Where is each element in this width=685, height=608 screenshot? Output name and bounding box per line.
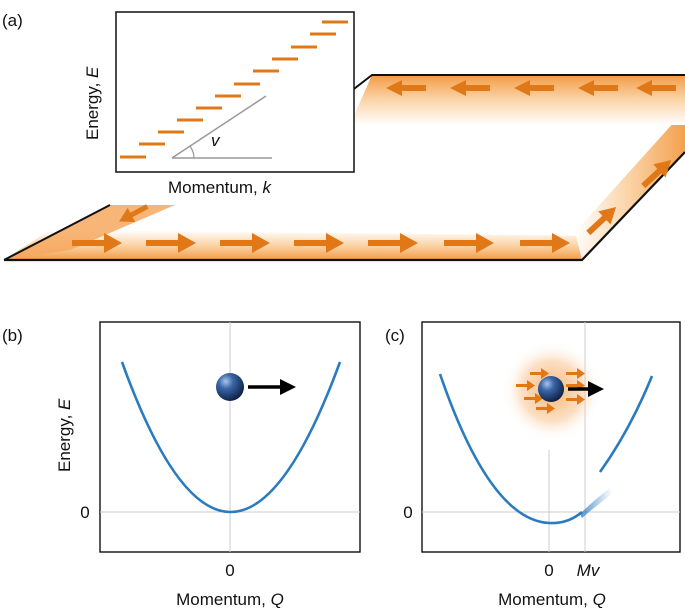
edge-arrow	[586, 206, 617, 236]
velocity-slope-line	[171, 95, 267, 159]
edge-arrow	[386, 80, 426, 96]
velocity-label: v	[211, 131, 221, 150]
particle-ball	[216, 373, 244, 401]
edge-arrow	[578, 80, 618, 96]
edge-arrow	[368, 233, 418, 253]
bottom-edge-arrows	[72, 233, 570, 253]
edge-arrow	[72, 233, 122, 253]
edge-arrow	[146, 233, 196, 253]
panel-c-x-tick-mv: Mv	[577, 561, 601, 580]
panel-b-y-axis-label: Energy, E	[55, 398, 74, 472]
panel-b-dispersion-curve	[120, 361, 342, 514]
velocity-angle-arc	[189, 145, 195, 159]
edge-arrow	[514, 80, 554, 96]
panel-c-dispersion-curve	[438, 373, 583, 525]
panel-c-dispersion-tail	[580, 488, 612, 518]
panel-a-label: (a)	[2, 11, 23, 30]
edge-arrow	[450, 80, 490, 96]
edge-arrow	[641, 159, 672, 189]
dispersion-inset: v Momentum, k Energy, E	[83, 11, 355, 197]
panel-c-x-axis-label: Momentum, Q	[498, 590, 606, 608]
edge-arrow	[636, 80, 676, 96]
panel-c: (c) 0 0 Mv Momentum, Q	[385, 321, 681, 608]
cloud-arrow	[516, 380, 535, 391]
right-edge-arrows	[586, 159, 672, 236]
panel-b-label: (b)	[2, 326, 23, 345]
panel-b-x-tick-zero: 0	[225, 561, 234, 580]
panel-c-x-tick-zero: 0	[544, 561, 553, 580]
edge-arrow	[520, 233, 570, 253]
cloud-arrow	[524, 393, 543, 404]
edge-arrow	[444, 233, 494, 253]
panel-b-x-axis-label: Momentum, Q	[176, 590, 284, 608]
cloud-arrow	[530, 368, 549, 379]
cloud-arrows	[516, 368, 585, 414]
panel-c-label: (c)	[385, 326, 405, 345]
polaron-ball	[538, 376, 564, 402]
particle-velocity-arrowhead	[280, 379, 296, 395]
energy-levels	[120, 20, 348, 159]
cloud-arrow	[566, 394, 585, 405]
panel-a: (a)	[2, 11, 685, 262]
cloud-arrow	[566, 368, 585, 379]
panel-c-y-tick-zero: 0	[403, 503, 412, 522]
inset-y-axis-label: Energy, E	[83, 66, 102, 140]
edge-arrow	[220, 233, 270, 253]
edge-arrow	[294, 233, 344, 253]
left-edge-arrow	[119, 204, 149, 222]
cloud-arrow	[536, 403, 555, 414]
panel-b: (b) 0 0 Momentum, Q Energy, E	[2, 321, 361, 608]
top-edge-arrows	[386, 80, 676, 96]
panel-c-upper-branch	[598, 375, 654, 473]
inset-x-axis-label: Momentum, k	[168, 178, 272, 197]
panel-b-y-tick-zero: 0	[80, 503, 89, 522]
polaron-velocity-arrowhead	[588, 381, 604, 397]
